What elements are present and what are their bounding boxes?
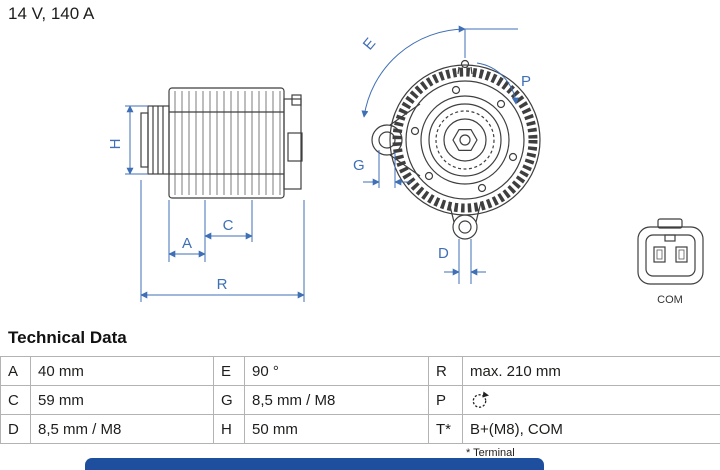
technical-data-title: Technical Data [8, 328, 127, 347]
spec-key: C [0, 385, 31, 415]
spec-value: max. 210 mm [462, 356, 720, 386]
spec-value-rotation [462, 385, 720, 415]
spec-value: B+(M8), COM [462, 414, 720, 444]
com-connector-drawing [637, 218, 704, 285]
dim-label-c: C [223, 217, 234, 234]
spec-value: 59 mm [30, 385, 214, 415]
spec-key: R [428, 356, 463, 386]
dim-label-h: H [107, 139, 124, 150]
spec-key: H [213, 414, 245, 444]
dim-label-e: E [360, 35, 379, 54]
rating-text: 14 V, 140 A [8, 4, 95, 23]
technical-data-section: Technical Data A 40 mm E 90 ° R max. 210… [0, 328, 720, 459]
front-view-dimensions: E P G D [353, 25, 531, 284]
spec-value: 8,5 mm / M8 [244, 385, 429, 415]
table-row: A 40 mm E 90 ° R max. 210 mm [0, 356, 720, 386]
spec-value: 8,5 mm / M8 [30, 414, 214, 444]
side-view-dimensions: H A C R [107, 105, 305, 302]
spec-key: T* [428, 414, 463, 444]
technical-drawing: H A C R [107, 25, 704, 306]
table-row: D 8,5 mm / M8 H 50 mm T* B+(M8), COM [0, 414, 720, 444]
spec-key: A [0, 356, 31, 386]
spec-value: 90 ° [244, 356, 429, 386]
alternator-front-view [371, 59, 541, 240]
rotation-icon [470, 391, 490, 408]
alternator-side-view [140, 87, 303, 199]
spec-value: 50 mm [244, 414, 429, 444]
dim-label-p: P [521, 73, 531, 90]
spec-key: G [213, 385, 245, 415]
partial-bottom-button[interactable] [85, 458, 544, 470]
com-connector-label: COM [657, 294, 683, 306]
spec-value: 40 mm [30, 356, 214, 386]
dim-label-d: D [438, 245, 449, 262]
table-row: C 59 mm G 8,5 mm / M8 P [0, 385, 720, 415]
technical-data-table: A 40 mm E 90 ° R max. 210 mm C 59 mm G 8… [0, 356, 720, 444]
spec-key: D [0, 414, 31, 444]
terminal-footnote: * Terminal [466, 447, 515, 459]
dim-label-g: G [353, 157, 365, 174]
dim-label-a: A [182, 235, 192, 252]
dim-label-r: R [217, 276, 228, 293]
spec-key: P [428, 385, 463, 415]
spec-key: E [213, 356, 245, 386]
